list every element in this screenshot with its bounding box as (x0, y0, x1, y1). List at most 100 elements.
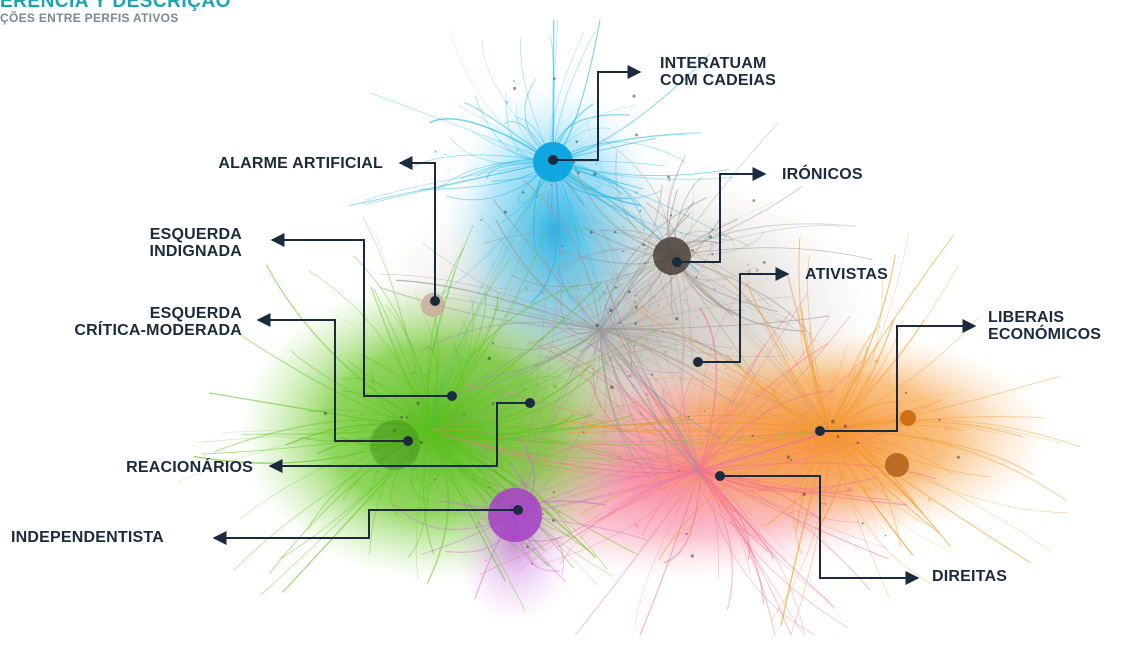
network-node (323, 411, 327, 415)
network-node (687, 479, 690, 481)
network-node (503, 210, 507, 214)
network-node (428, 423, 432, 427)
network-node (867, 387, 869, 390)
network-node (685, 532, 688, 536)
network-node (484, 559, 487, 562)
network-edge (699, 315, 851, 471)
network-edge (699, 469, 860, 523)
network-edge (699, 429, 831, 471)
network-node (602, 317, 605, 320)
network-node (575, 274, 578, 276)
network-edge (798, 306, 831, 431)
network-edge (429, 381, 523, 431)
network-edge (829, 347, 869, 431)
network-edge (492, 199, 601, 331)
network-node (677, 469, 680, 472)
network-node (843, 424, 848, 428)
network-edge (429, 255, 673, 431)
network-edge (671, 185, 803, 257)
network-edge (698, 281, 751, 471)
network-edge (629, 414, 831, 432)
network-edge (429, 329, 601, 431)
dot-independentista (513, 505, 523, 515)
network-edge (829, 429, 1052, 552)
network-edge (423, 429, 435, 555)
network-edge (671, 255, 831, 431)
network-edge (361, 354, 432, 431)
network-node (553, 384, 557, 389)
network-edge (552, 161, 701, 471)
network-edge (237, 332, 431, 431)
network-edge (671, 429, 831, 542)
network-edge (429, 415, 653, 433)
network-node (646, 260, 649, 264)
dot-reacionarios (525, 398, 535, 408)
network-node (497, 395, 501, 399)
leader-alarme (398, 156, 436, 300)
network-edge (546, 174, 601, 331)
network-edge (574, 469, 701, 636)
network-edge (528, 340, 701, 471)
network-edge (547, 161, 601, 331)
network-node (790, 459, 793, 461)
network-edge (656, 429, 831, 491)
network-node (632, 300, 637, 304)
network-edge (599, 264, 614, 331)
network-edge (429, 429, 534, 470)
dot-esquerda-critica (403, 436, 413, 446)
label-reacionarios: REACIONÁRIOS (126, 459, 253, 476)
network-edge (599, 329, 662, 475)
network-edge (671, 255, 806, 332)
network-edge (429, 376, 565, 431)
network-node (501, 466, 504, 470)
network-edge (380, 273, 601, 331)
network-edge (429, 429, 545, 552)
network-edge (829, 234, 954, 431)
network-edge (599, 329, 708, 487)
network-node (416, 401, 420, 405)
network-node (486, 373, 489, 376)
network-node (377, 470, 380, 473)
network-edge (829, 429, 956, 554)
network-node (463, 413, 465, 416)
network-edge (213, 419, 431, 453)
network-edge (429, 317, 440, 431)
network-edge (429, 291, 487, 431)
network-node (360, 413, 364, 416)
network-edge (429, 429, 596, 558)
network-edge (671, 223, 857, 257)
network-edge (342, 390, 431, 431)
network-node (595, 162, 598, 165)
network-node (474, 362, 477, 365)
network-edge (233, 429, 431, 571)
network-node (635, 133, 639, 137)
network-node (613, 370, 616, 373)
network-node (796, 394, 799, 397)
network-node (560, 302, 563, 305)
dot-direitas (715, 471, 725, 481)
network-edge (560, 469, 701, 564)
hub-independentista (488, 488, 542, 542)
network-edge (817, 429, 845, 531)
network-node (438, 427, 443, 432)
network-edge (429, 429, 588, 470)
network-edge (639, 469, 701, 636)
cyan-cluster (445, 80, 665, 380)
network-edge (599, 296, 792, 331)
network-node (790, 511, 793, 514)
network-edge (331, 422, 431, 436)
network-node (965, 453, 967, 455)
network-node (635, 191, 638, 194)
network-node (836, 435, 840, 439)
network-edge (589, 377, 701, 471)
network-node (612, 275, 615, 277)
network-node (703, 480, 706, 484)
network-edge (514, 429, 831, 516)
network-edge (671, 255, 831, 431)
network-edge (482, 39, 554, 163)
network-edge (599, 327, 633, 379)
network-node (488, 486, 491, 489)
network-node (747, 270, 751, 274)
